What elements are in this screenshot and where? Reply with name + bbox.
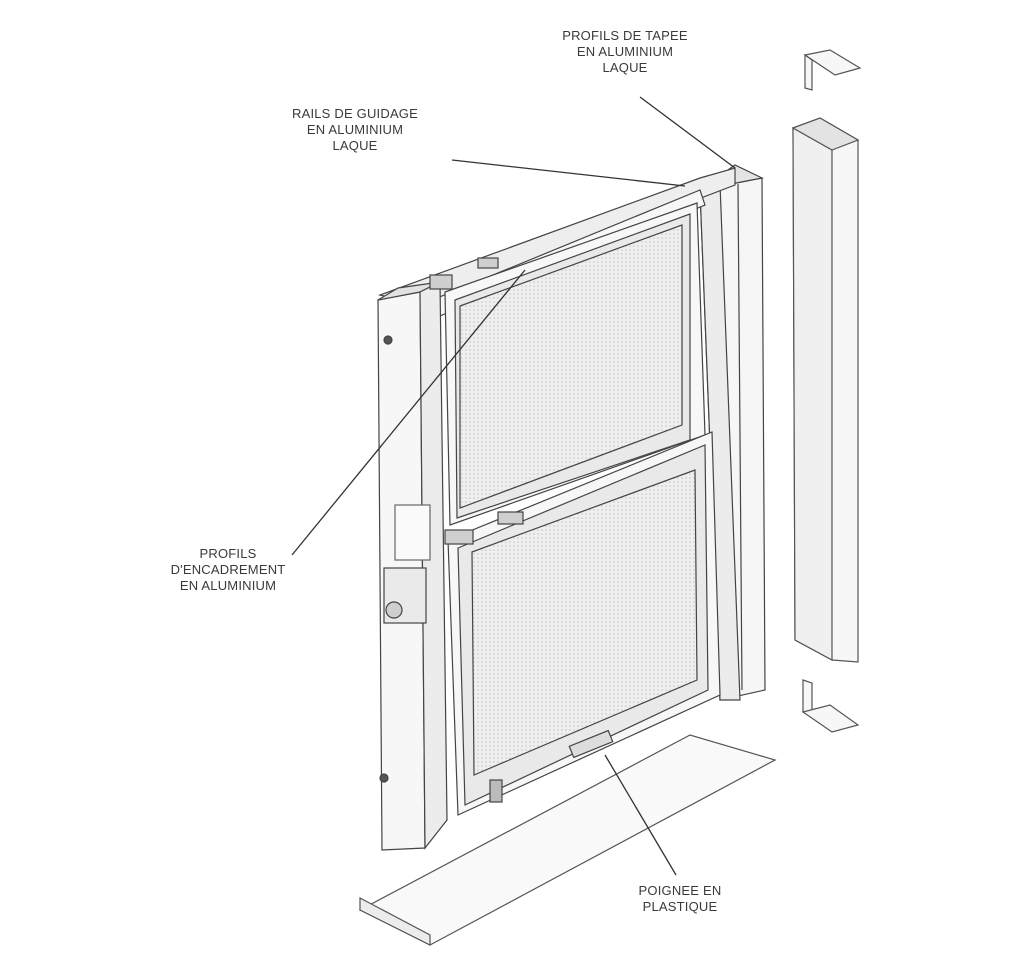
upper-sash: [429, 202, 706, 526]
tapee-bracket-top: [803, 49, 862, 91]
leader-line-encadrement: [291, 269, 526, 556]
label-rails-guidage: RAILS DE GUIDAGE EN ALUMINIUM LAQUE: [255, 106, 455, 154]
label-line: LAQUE: [332, 138, 378, 153]
label-line: EN ALUMINIUM: [576, 44, 674, 59]
label-line: PROFILS DE TAPEE: [562, 28, 688, 43]
lower-sash: [444, 431, 721, 816]
left-frame-profile: [377, 281, 448, 851]
tapee-profile: [791, 117, 860, 663]
leader-line-rails: [451, 159, 686, 187]
bottom-sill: [358, 734, 777, 946]
label-line: LAQUE: [602, 60, 648, 75]
tapee-bracket-bottom: [801, 679, 860, 733]
leader-line-poignee: [604, 754, 677, 876]
label-line: PROFILS: [199, 546, 257, 561]
label-line: D'ENCADREMENT: [170, 562, 286, 577]
label-profils-encadrement: PROFILS D'ENCADREMENT EN ALUMINIUM: [128, 546, 328, 594]
label-line: RAILS DE GUIDAGE: [291, 106, 418, 121]
label-line: EN ALUMINIUM: [306, 122, 404, 137]
label-poignee: POIGNEE EN PLASTIQUE: [600, 883, 760, 915]
leader-line-tapee: [639, 96, 736, 169]
leader-lines: [291, 96, 736, 876]
label-line: PLASTIQUE: [642, 899, 718, 914]
label-line: POIGNEE EN: [638, 883, 722, 898]
label-profils-tapee: PROFILS DE TAPEE EN ALUMINIUM LAQUE: [530, 28, 720, 76]
label-line: EN ALUMINIUM: [179, 578, 277, 593]
